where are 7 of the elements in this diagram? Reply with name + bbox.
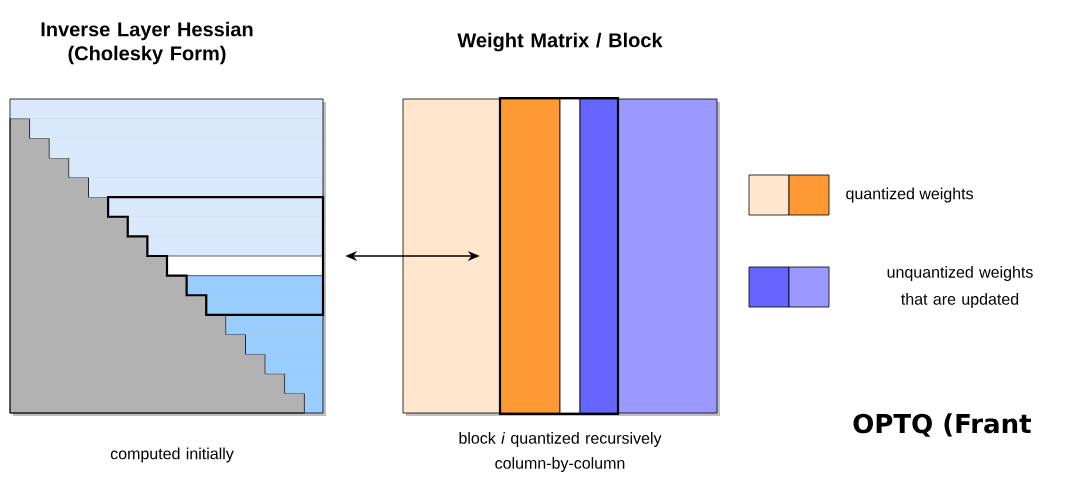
legend-text: quantized weights: [846, 187, 973, 203]
node-label: computed initially: [110, 447, 234, 463]
heading: Weight Matrix / Block: [457, 32, 663, 52]
title-text: OPTQ (Frant: [853, 413, 1031, 437]
legend-text: unquantized weights that are updated: [887, 266, 1033, 308]
node-label: block i quantized recursively column-by-column: [459, 432, 662, 472]
heading: Inverse Layer Hessian (Cholesky Form): [41, 21, 253, 65]
